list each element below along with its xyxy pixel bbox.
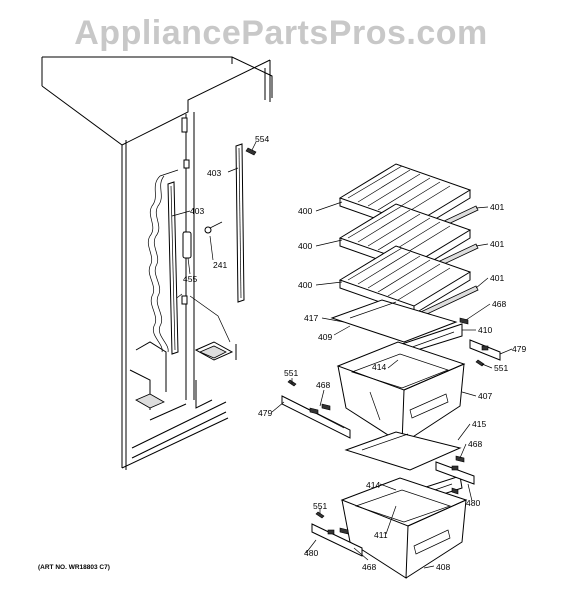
callout-455: 455 (183, 274, 197, 284)
callout-407: 407 (478, 391, 492, 401)
callout-479-right: 479 (512, 344, 526, 354)
callout-400-lower: 400 (298, 280, 312, 290)
part-241 (204, 221, 223, 234)
callout-468-left: 468 (316, 380, 330, 390)
slide-rail-479-right (469, 339, 501, 361)
slide-rail-479-left (281, 395, 351, 439)
callout-401-upper: 401 (490, 202, 504, 212)
callout-417: 417 (304, 313, 318, 323)
callout-401-middle: 401 (490, 239, 504, 249)
callout-551-left: 551 (284, 368, 298, 378)
callout-480-left: 480 (304, 548, 318, 558)
slide-rail-480-right (435, 461, 475, 485)
callout-551-lower: 551 (313, 501, 327, 511)
leader-lines (171, 141, 513, 569)
callout-414-upper: 414 (372, 362, 386, 372)
callout-414-lower: 414 (366, 480, 380, 490)
callout-401-lower: 401 (490, 273, 504, 283)
callout-468-bottom: 468 (362, 562, 376, 572)
cabinet-body (41, 56, 273, 470)
callout-411: 411 (374, 530, 388, 540)
part-403-strip-left (167, 181, 179, 355)
callout-479-left: 479 (258, 408, 272, 418)
crisper-glass-415 (344, 431, 462, 471)
crisper-glass-409 (330, 299, 458, 343)
callouts: 554 403 403 455 241 400 400 400 401 401 … (183, 134, 526, 572)
callout-400-middle: 400 (298, 241, 312, 251)
callout-480-right: 480 (466, 498, 480, 508)
callout-403-lower: 403 (190, 206, 204, 216)
callout-403-upper: 403 (207, 168, 221, 178)
callout-554: 554 (255, 134, 269, 144)
callout-415: 415 (472, 419, 486, 429)
part-455 (182, 231, 192, 259)
part-554-screw (245, 147, 257, 156)
callout-410: 410 (478, 325, 492, 335)
crisper-drawer-408 (340, 477, 468, 579)
art-number: (ART NO. WR18803 C7) (38, 564, 110, 571)
watermark: AppliancePartsPros.com (74, 14, 488, 52)
callout-551-right: 551 (494, 363, 508, 373)
callout-409: 409 (318, 332, 332, 342)
callout-408: 408 (436, 562, 450, 572)
callout-400-upper: 400 (298, 206, 312, 216)
callout-468-lower-right: 468 (468, 439, 482, 449)
slide-rail-480-left (311, 523, 363, 557)
part-403-strip-right (235, 143, 245, 303)
crisper-drawer-407 (336, 341, 466, 445)
callout-468-upper-right: 468 (492, 299, 506, 309)
callout-241: 241 (213, 260, 227, 270)
